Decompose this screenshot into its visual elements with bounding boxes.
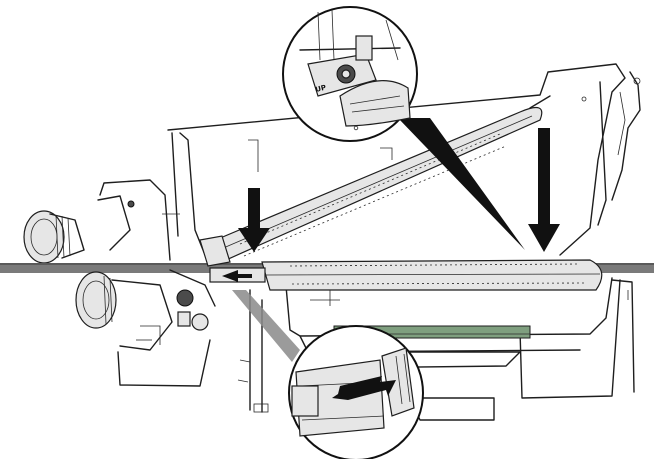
- top-callout-connector: [398, 118, 525, 250]
- left-arrow-icon: [222, 270, 252, 282]
- magnifier-callout-icon: [288, 325, 424, 459]
- up-stamp-label: UP: [315, 84, 327, 94]
- oven-frame: [162, 63, 641, 256]
- upper-burner-tube: [199, 95, 551, 267]
- control-knob-upper: [23, 210, 85, 264]
- left-side-housing: [97, 179, 171, 261]
- down-arrow-icon: [238, 188, 270, 252]
- down-arrow-icon: [528, 128, 560, 252]
- magnifier-callout-icon: UP: [282, 6, 418, 142]
- bottom-callout-connector: [232, 290, 300, 362]
- left-arrow-icon: [332, 376, 396, 400]
- lower-burner-tube: [209, 259, 603, 306]
- gas-valve-assembly: [75, 269, 216, 387]
